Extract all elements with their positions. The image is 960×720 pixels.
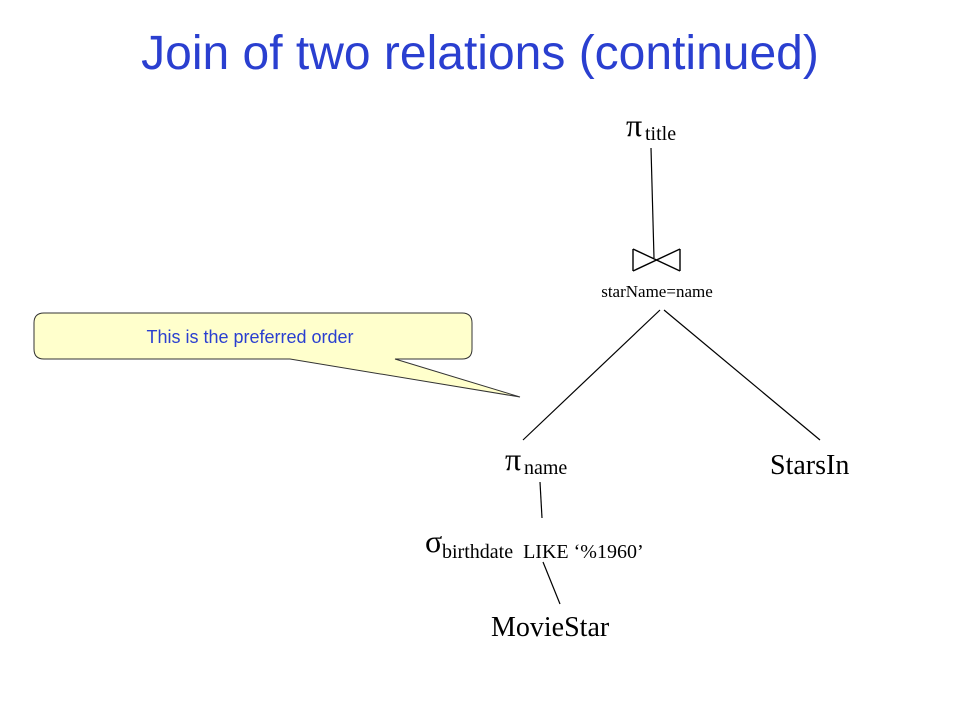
- left-projection-subscript: name: [524, 457, 567, 479]
- callout-shape: [33, 312, 521, 398]
- node-left-projection: π name: [505, 441, 567, 479]
- edge-join-left: [522, 309, 661, 441]
- edge-select-base: [542, 561, 561, 605]
- pi-symbol: π: [505, 441, 521, 477]
- callout: This is the preferred order: [33, 312, 521, 398]
- relation-moviestar: MovieStar: [491, 612, 610, 643]
- edge-root-join: [650, 147, 655, 259]
- node-root-projection: π title: [626, 107, 676, 145]
- pi-symbol: π: [626, 107, 642, 143]
- slide-title: Join of two relations (continued): [141, 27, 819, 80]
- sigma-symbol: σ: [425, 523, 442, 559]
- bowtie-icon: [632, 248, 681, 272]
- relation-starsin: StarsIn: [770, 450, 849, 481]
- join-condition: starName=name: [601, 282, 713, 301]
- callout-text: This is the preferred order: [146, 327, 353, 347]
- selection-condition: birthdate LIKE ‘%1960’: [442, 541, 644, 563]
- edge-project-select: [539, 481, 543, 519]
- node-join: starName=name: [601, 248, 713, 301]
- edge-join-right: [663, 309, 821, 441]
- root-projection-subscript: title: [645, 123, 676, 145]
- node-selection: σ birthdate LIKE ‘%1960’: [425, 523, 644, 563]
